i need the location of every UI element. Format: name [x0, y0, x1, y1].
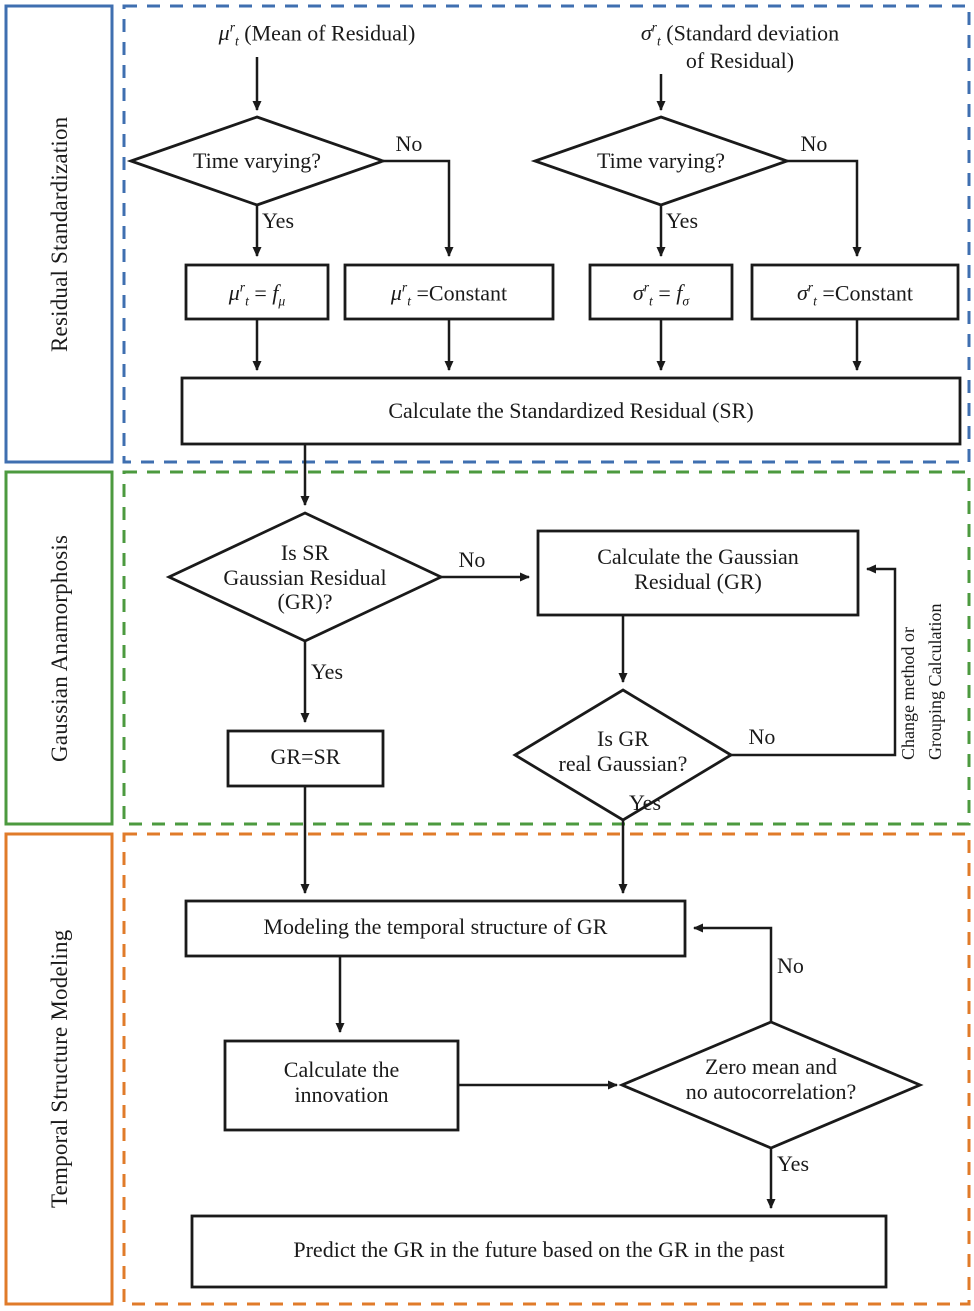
terminator-mu-input: μrt (Mean of Residual)	[157, 20, 477, 49]
sigma-input-line2: of Residual)	[685, 47, 795, 73]
edge-mu-no	[383, 159, 454, 257]
decision-is-sr-gaussian-label: Is SR Gaussian Residual (GR)?	[175, 540, 435, 615]
is-gr-line2: real Gaussian?	[558, 750, 688, 776]
edge-label-is-gr-yes: Yes	[629, 790, 662, 815]
edge-label-zero-mean-no: No	[777, 953, 804, 978]
process-sigma-function	[588, 263, 734, 321]
mu-input-text: (Mean of Residual)	[244, 20, 416, 46]
terminator-sigma-input: σrt (Standard deviation of Residual)	[520, 20, 960, 74]
section-frame-temporal-structure-modeling	[4, 832, 971, 1306]
process-gr-equals-sr	[226, 729, 385, 788]
mu-symbol: μrt	[218, 20, 239, 49]
edge-sigma-no	[787, 159, 862, 257]
section-title-temporal-structure-modeling: Temporal Structure Modeling	[47, 929, 72, 1209]
decision-zero-mean-label: Zero mean and no autocorrelation?	[641, 1054, 901, 1104]
is-sr-line1: Is SR	[280, 540, 330, 565]
edge-label-mu-no: No	[395, 131, 423, 156]
decision-sigma-label: Time varying?	[596, 148, 726, 173]
decision-is-gr-real-label: Is GR real Gaussian?	[523, 726, 723, 776]
process-calculate-innovation-label: Calculate the innovation	[225, 1057, 458, 1107]
process-calculate-gaussian-residual	[536, 529, 860, 617]
process-calculate-gr-label: Calculate the Gaussian Residual (GR)	[538, 544, 858, 594]
process-mu-function	[184, 263, 330, 321]
zero-mean-line2: no autocorrelation?	[685, 1078, 857, 1104]
edge-label-is-gr-no: No	[748, 724, 776, 749]
edge-label-is-sr-no: No	[458, 547, 486, 572]
sigma-fn-f: f	[676, 280, 683, 306]
section-title-residual-standardization: Residual Standardization	[47, 116, 72, 352]
process-mu-function-label: μrt = fμ	[228, 280, 286, 309]
annotation-change-method: Change method or	[898, 627, 918, 760]
mu-constant-text: =Constant	[416, 280, 508, 306]
mu-fn-equals: =	[254, 280, 267, 306]
zero-mean-line1: Zero mean and	[705, 1054, 837, 1079]
section-frame-residual-standardization	[4, 4, 971, 464]
sigma-constant-text: =Constant	[822, 280, 914, 306]
process-modeling-temporal-structure	[184, 899, 687, 958]
edge-is-gr-no-feedback	[731, 564, 897, 757]
decision-mu-label: Time varying?	[192, 148, 322, 173]
section-frame-gaussian-anamorphosis	[4, 470, 971, 826]
edge-label-zero-mean-yes: Yes	[777, 1151, 810, 1176]
innovation-line1: Calculate the	[283, 1057, 400, 1082]
sigma-symbol: σrt	[640, 20, 661, 49]
process-predict-gr	[190, 1214, 888, 1289]
edge-label-sigma-yes: Yes	[666, 208, 699, 233]
is-sr-line2: Gaussian Residual	[223, 564, 387, 590]
section-title-gaussian-anamorphosis: Gaussian Anamorphosis	[47, 534, 72, 762]
process-calculate-standardized-residual	[180, 376, 962, 446]
process-calculate-innovation	[223, 1039, 460, 1132]
annotation-grouping-calculation: Grouping Calculation	[925, 603, 945, 760]
process-mu-constant-label: μrt =Constant	[390, 280, 508, 309]
is-gr-line1: Is GR	[597, 726, 649, 751]
process-calculate-sr-label: Calculate the Standardized Residual (SR)	[388, 398, 754, 423]
edge-zero-mean-no-feedback	[693, 923, 773, 1022]
mu-fn-f: f	[272, 280, 279, 306]
process-modeling-temporal-label: Modeling the temporal structure of GR	[263, 914, 608, 939]
is-sr-line3: (GR)?	[277, 589, 333, 615]
edge-label-sigma-no: No	[800, 131, 828, 156]
edge-label-mu-yes: Yes	[262, 208, 295, 233]
sigma-fn-equals: =	[658, 280, 671, 306]
process-predict-gr-label: Predict the GR in the future based on th…	[293, 1237, 785, 1262]
innovation-line2: innovation	[294, 1081, 389, 1107]
process-sigma-function-label: σrt = fσ	[632, 280, 690, 309]
process-gr-equals-sr-label: GR=SR	[270, 744, 341, 769]
calc-gr-line2: Residual (GR)	[634, 568, 762, 594]
calc-gr-line1: Calculate the Gaussian	[597, 544, 799, 569]
process-sigma-constant	[750, 263, 960, 321]
process-sigma-constant-label: σrt =Constant	[796, 280, 914, 309]
sigma-input-line1: (Standard deviation	[666, 20, 840, 46]
edge-label-is-sr-yes: Yes	[311, 659, 344, 684]
